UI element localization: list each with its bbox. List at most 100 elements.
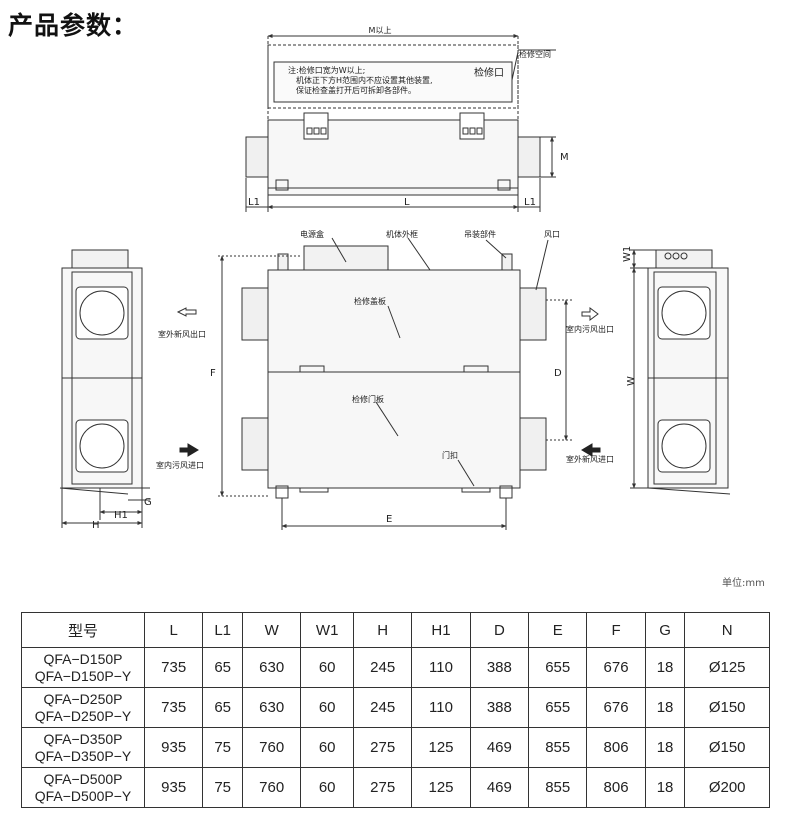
- cell-g: 18: [644, 767, 686, 808]
- cell-w: 760: [241, 767, 302, 808]
- header-g: G: [644, 612, 686, 648]
- cell-n: Ø200: [684, 767, 770, 808]
- cell-l1: 75: [202, 767, 243, 808]
- outdoor-fresh-out-label: 室外新风出口: [158, 329, 206, 339]
- flow-arrows: [176, 307, 601, 457]
- outdoor-fresh-in-label: 室外新风进口: [566, 454, 614, 464]
- dim-m-label: M以上: [369, 26, 392, 35]
- dim-l-label: L: [404, 197, 410, 208]
- cell-l1: 65: [202, 687, 243, 728]
- table-header-row: 型号 L L1 W W1 H H1 D E F G N: [21, 612, 770, 648]
- dim-h-label: H: [92, 520, 100, 531]
- cell-f: 806: [586, 727, 646, 768]
- access-port-label: 检修口: [474, 66, 504, 79]
- outer-frame-label: 机体外框: [386, 229, 418, 239]
- note-line-2: 机体正下方H范围内不应设置其他装置,: [296, 75, 433, 85]
- dim-e-label: E: [386, 514, 392, 525]
- header-l1: L1: [202, 612, 243, 648]
- cell-d: 388: [469, 647, 530, 688]
- header-h: H: [352, 612, 413, 648]
- cell-l1: 75: [202, 727, 243, 768]
- indoor-exhaust-in-label: 室内污风进口: [156, 460, 204, 470]
- electrical-box-label: 电源盒: [300, 229, 324, 239]
- cell-g: 18: [644, 727, 686, 768]
- service-space-label: 检修空间: [519, 49, 551, 59]
- cell-w1: 60: [300, 687, 354, 728]
- dim-w1-label: W1: [622, 246, 633, 262]
- air-port-label: 风口: [544, 230, 560, 239]
- dim-l1-left-label: L1: [248, 197, 260, 208]
- cell-f: 806: [586, 767, 646, 808]
- cell-f: 676: [586, 647, 646, 688]
- cover-panel-label: 检修盖板: [354, 296, 386, 306]
- cell-h: 245: [352, 687, 413, 728]
- cell-n: Ø150: [684, 727, 770, 768]
- header-l: L: [143, 612, 204, 648]
- cell-e: 655: [528, 687, 588, 728]
- indoor-exhaust-out-label: 室内污风出口: [566, 324, 614, 334]
- front-view: [218, 237, 572, 530]
- cell-n: Ø150: [684, 687, 770, 728]
- cell-l: 735: [143, 687, 204, 728]
- cell-d: 469: [469, 727, 530, 768]
- cell-e: 855: [528, 767, 588, 808]
- cell-h: 245: [352, 647, 413, 688]
- door-panel-label: 检修门板: [352, 394, 384, 404]
- unit-label: 单位:mm: [722, 578, 765, 589]
- dim-h1-label: H1: [114, 510, 128, 521]
- cell-h1: 110: [411, 687, 471, 728]
- right-side-view: [630, 249, 731, 495]
- cell-f: 676: [586, 687, 646, 728]
- header-w: W: [241, 612, 302, 648]
- cell-e: 855: [528, 727, 588, 768]
- header-n: N: [684, 612, 770, 648]
- header-f: F: [586, 612, 646, 648]
- cell-w: 630: [241, 647, 302, 688]
- cell-h1: 125: [411, 767, 471, 808]
- cell-g: 18: [644, 647, 686, 688]
- cell-l: 935: [143, 767, 204, 808]
- note-line-1: 注:检修口宽为W以上;: [288, 65, 365, 75]
- cell-w1: 60: [300, 767, 354, 808]
- cell-l: 735: [143, 647, 204, 688]
- cell-g: 18: [644, 687, 686, 728]
- dim-l1-right-label: L1: [524, 197, 536, 208]
- dim-g-label: G: [144, 497, 152, 508]
- cell-h1: 110: [411, 647, 471, 688]
- cell-n: Ø125: [684, 647, 770, 688]
- header-h1: H1: [411, 612, 471, 648]
- header-w1: W1: [300, 612, 354, 648]
- cell-l: 935: [143, 727, 204, 768]
- header-e: E: [528, 612, 588, 648]
- dim-w-label: W: [626, 376, 637, 386]
- dim-d-label: D: [554, 368, 562, 379]
- cell-h: 275: [352, 767, 413, 808]
- cell-w1: 60: [300, 727, 354, 768]
- page-title: 产品参数：: [8, 11, 139, 40]
- header-d: D: [469, 612, 530, 648]
- technical-drawing: M以上 检修空间 注:检修口宽为W以上; 机体正下方H范围内不应设置其他装置, …: [59, 26, 731, 531]
- latch-label: 门扣: [442, 450, 458, 460]
- cell-d: 469: [469, 767, 530, 808]
- header-model: 型号: [21, 612, 145, 648]
- cell-d: 388: [469, 687, 530, 728]
- cell-w1: 60: [300, 647, 354, 688]
- note-line-3: 保证检查盖打开后可拆卸各部件。: [296, 85, 416, 95]
- cell-h: 275: [352, 727, 413, 768]
- cell-l1: 65: [202, 647, 243, 688]
- left-side-view: [59, 249, 150, 528]
- top-view: [245, 34, 556, 212]
- dim-f-label: F: [210, 368, 216, 379]
- cell-w: 630: [241, 687, 302, 728]
- cell-e: 655: [528, 647, 588, 688]
- hanger-label: 吊装部件: [464, 229, 496, 239]
